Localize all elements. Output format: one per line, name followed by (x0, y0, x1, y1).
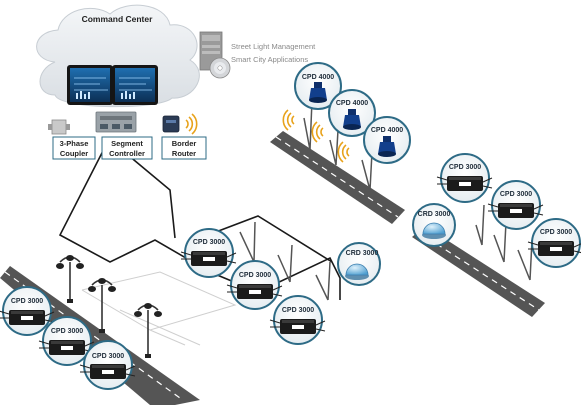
node-bubble: CPD 3000 (180, 228, 237, 278)
node-bubble: CPD 3000 (38, 316, 95, 366)
coupler-line-1: 3-Phase (60, 139, 89, 148)
node-bubble: CPD 3000 (527, 218, 581, 268)
cd-icon (209, 57, 231, 79)
three-phase-coupler: 3-Phase Coupler (48, 119, 96, 160)
border-router-line-2: Router (172, 149, 196, 158)
node-bubble: CPD 3000 (436, 153, 493, 203)
road-top (270, 131, 405, 224)
node-bubble: CPD 4000 (328, 89, 376, 137)
node-label: CPD 4000 (302, 74, 334, 81)
wireless-signal-icon (282, 109, 295, 131)
coupler-line-2: Coupler (60, 149, 88, 158)
border-router: Border Router (161, 113, 207, 160)
roads (0, 131, 545, 405)
node-label: CPD 3000 (500, 191, 532, 198)
node-label: CPD 3000 (239, 272, 271, 279)
node-bubble: CPD 3000 (487, 180, 544, 230)
wireless-signal-icon (185, 113, 198, 135)
street-lights-middle (239, 221, 331, 301)
node-bubble: CPD 4000 (363, 116, 411, 164)
node-label: CPD 3000 (449, 164, 481, 171)
node-label: CRD 3000 (418, 211, 451, 218)
node-label: CPD 4000 (336, 100, 368, 107)
wireless-signal-icon (311, 121, 324, 143)
node-bubble: CPD 3000 (0, 286, 55, 336)
node-bubble: CRD 3000 (412, 203, 456, 247)
monitor-icon (67, 65, 158, 105)
node-label: CPD 3000 (282, 307, 314, 314)
node-label: CPD 3000 (193, 239, 225, 246)
node-bubble: CPD 3000 (226, 260, 283, 310)
wireless-signal-icon (337, 141, 350, 163)
node-bubble: CPD 4000 (294, 62, 342, 110)
software-line-2: Smart City Applications (231, 55, 308, 64)
node-label: CPD 3000 (51, 328, 83, 335)
segment-controller-line-2: Controller (109, 149, 145, 158)
node-label: CPD 4000 (371, 127, 403, 134)
border-router-line-1: Border (172, 139, 197, 148)
node-label: CRD 3000 (346, 250, 379, 257)
road-right (412, 226, 545, 317)
road-bottom-left (0, 266, 200, 405)
segment-controller: Segment Controller (95, 111, 153, 160)
node-label: CPD 3000 (11, 298, 43, 305)
node-bubble: CPD 3000 (269, 295, 326, 345)
node-bubble: CPD 3000 (79, 340, 136, 390)
node-label: CPD 3000 (92, 353, 124, 360)
node-label: CPD 3000 (540, 229, 572, 236)
software-line-1: Street Light Management (231, 42, 316, 51)
node-bubble: CRD 3000 (337, 242, 381, 286)
software-box: Street Light Management Smart City Appli… (199, 31, 316, 79)
command-center-title: Command Center (82, 14, 154, 24)
segment-controller-line-1: Segment (111, 139, 143, 148)
